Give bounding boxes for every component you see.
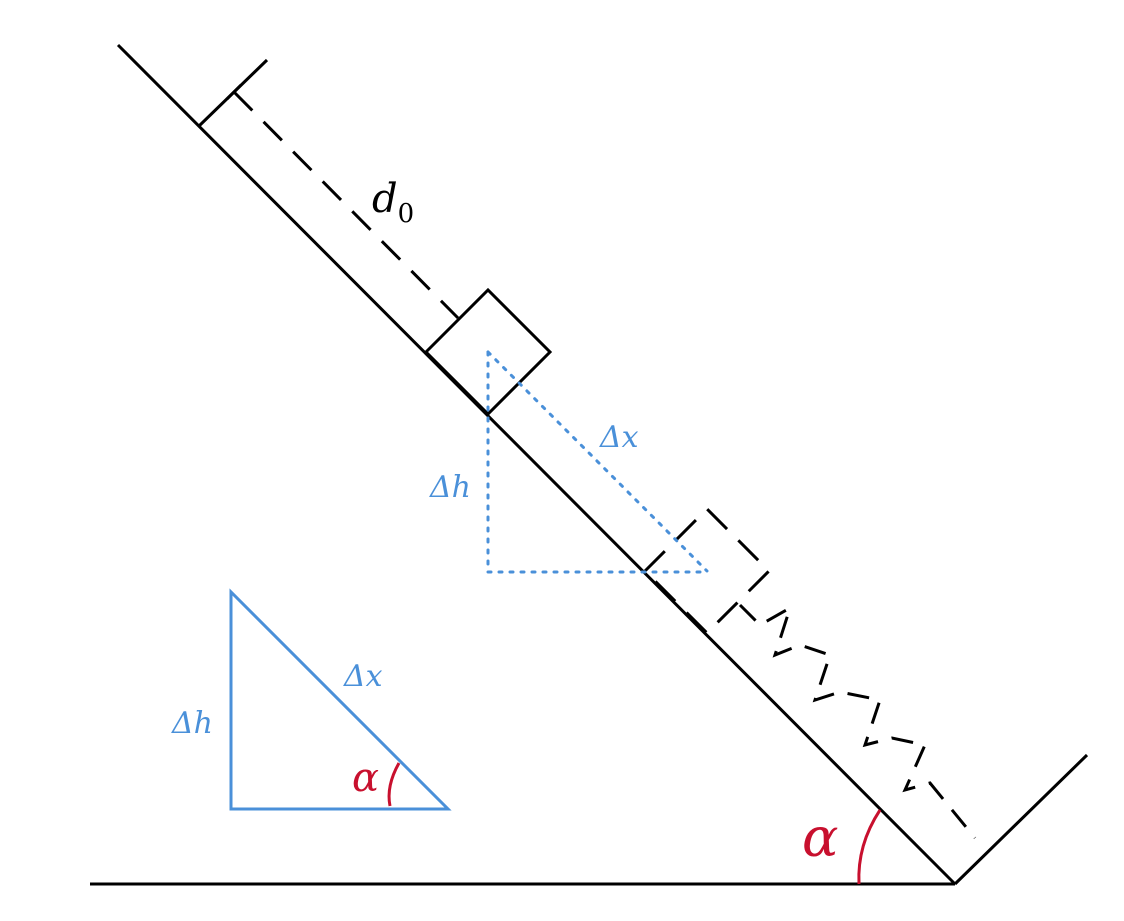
alpha-main-label: α: [802, 806, 838, 869]
alpha-arc-main: [857, 809, 882, 885]
delta-x-dotted: [486, 350, 709, 573]
d0-tick-top: [225, 83, 243, 101]
delta-h-small-label: Δh: [171, 706, 213, 741]
block-displaced: [642, 506, 772, 636]
end-wall: [953, 753, 1089, 886]
block: [423, 287, 553, 417]
delta-h-main-label: Δh: [429, 470, 471, 505]
d0-dimension-line: [232, 90, 460, 320]
alpha-small-label: α: [352, 755, 379, 801]
delta-x-main-label: Δx: [599, 420, 639, 455]
alpha-arc-small: [387, 762, 401, 807]
incline-surface: [116, 43, 957, 886]
spring: [738, 603, 977, 839]
reference-triangle: [229, 588, 452, 811]
delta-x-small-label: Δx: [343, 659, 383, 694]
d0-subscript: 0: [398, 199, 415, 229]
d0-label: d0: [372, 176, 414, 229]
